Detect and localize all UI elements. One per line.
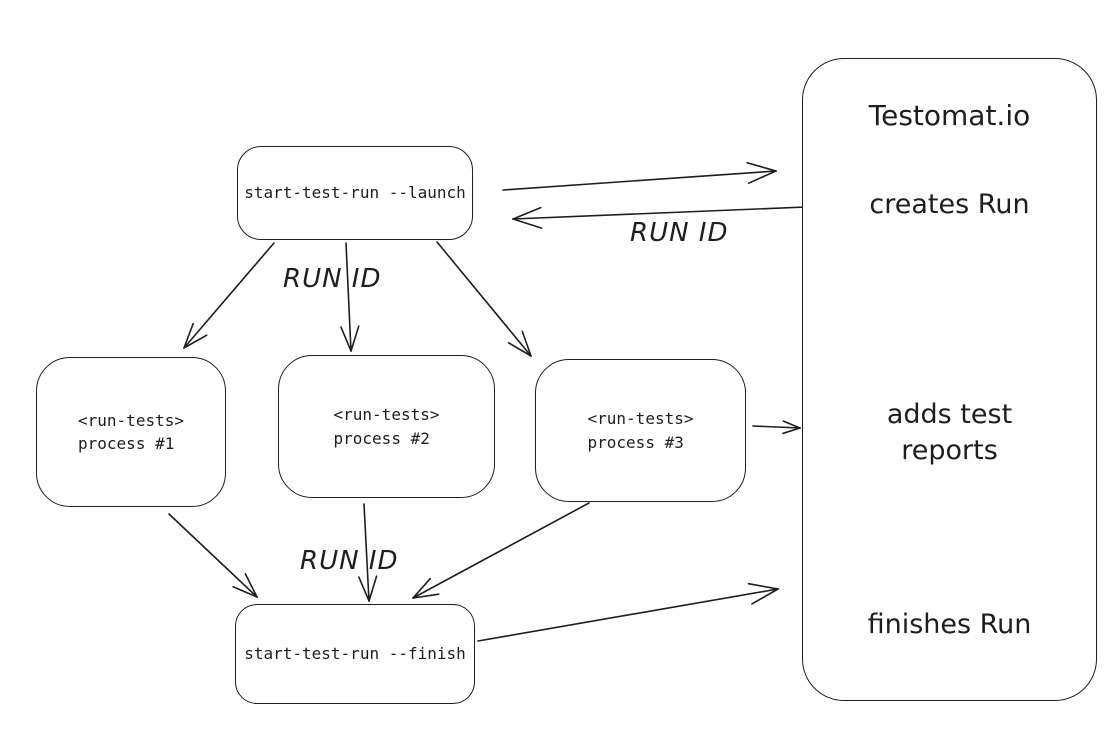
arrow-launch-to-process-2 xyxy=(340,242,360,352)
arrow-process-3-to-testomat xyxy=(752,420,801,435)
node-run-tests-process-2: <run-tests> process #2 xyxy=(278,355,495,498)
panel-step-creates-run: creates Run xyxy=(869,189,1030,220)
arrow-process-1-to-finish xyxy=(168,513,258,598)
panel-title: Testomat.io xyxy=(868,99,1031,132)
edge-label-run-id-processes-to-finish: RUN ID xyxy=(300,546,399,576)
node-label: <run-tests> process #2 xyxy=(333,405,440,448)
node-label: <run-tests> process #1 xyxy=(78,410,184,453)
arrow-process-3-to-finish xyxy=(412,502,590,599)
panel-step-adds-test-reports: adds test reports xyxy=(886,399,1013,467)
arrow-process-2-to-finish xyxy=(358,503,378,602)
arrow-launch-to-process-1 xyxy=(183,242,275,349)
edge-label-run-id-launch-to-processes: RUN ID xyxy=(283,264,382,294)
testomat-panel: Testomat.io creates Run adds test report… xyxy=(802,58,1097,701)
node-run-tests-process-1: <run-tests> process #1 xyxy=(36,357,226,507)
node-start-test-run-finish: start-test-run --finish xyxy=(235,604,475,704)
node-run-tests-process-3: <run-tests> process #3 xyxy=(535,359,746,502)
edge-label-run-id-testomat-to-launch: RUN ID xyxy=(630,218,729,248)
arrow-testomat-to-launch xyxy=(512,205,831,229)
arrow-finish-to-testomat xyxy=(477,582,779,642)
node-start-test-run-launch: start-test-run --launch xyxy=(237,146,473,240)
panel-step-finishes-run: finishes Run xyxy=(867,609,1032,640)
arrow-launch-to-process-3 xyxy=(436,241,532,357)
node-label: <run-tests> process #3 xyxy=(587,409,694,452)
node-label: start-test-run --finish xyxy=(244,644,466,664)
node-label: start-test-run --launch xyxy=(244,183,466,203)
arrow-launch-to-testomat xyxy=(502,161,777,191)
